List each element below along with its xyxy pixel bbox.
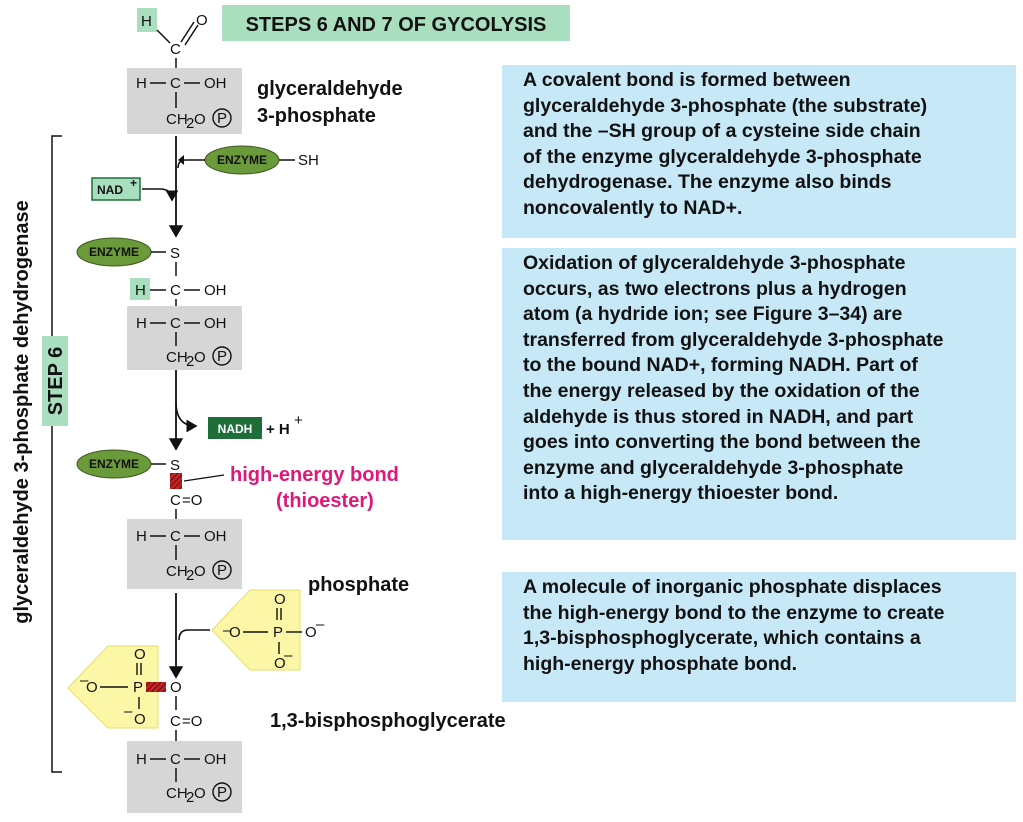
nad-label: NAD [97,183,123,197]
svg-text:OH: OH [204,315,227,332]
aldehyde-h: H [141,13,152,30]
svg-text:C: C [170,282,181,299]
svg-text:H: H [136,75,147,92]
svg-text:CH: CH [166,785,188,802]
aldehyde-c: C [170,41,181,58]
svg-text:C: C [170,528,181,545]
h-highlight-top [137,8,157,32]
svg-text:2: 2 [186,567,194,584]
svg-text:OH: OH [204,75,227,92]
svg-text:O: O [194,349,206,366]
explanation-box-1: A covalent bond is formed between glycer… [502,65,1016,238]
h-charge: + [294,412,303,429]
svg-text:P: P [217,784,227,801]
svg-text:2: 2 [186,353,194,370]
aldehyde-o: O [196,12,208,29]
svg-text:=O: =O [182,492,202,509]
label-glyceraldehyde-1: glyceraldehyde [257,78,403,100]
phosphate-bond [146,682,166,692]
svg-text:2: 2 [186,115,194,132]
explanation-text-2: Oxidation of glyceraldehyde 3-phosphate … [523,252,944,505]
phosphate-incoming-shape [211,589,301,671]
plus-h-label: + H [266,421,290,438]
explanation-text-3: A molecule of inorganic phosphate displa… [523,576,945,675]
svg-text:O: O [229,624,241,641]
label-glyceraldehyde-2: 3-phosphate [257,105,376,127]
svg-text:O: O [170,679,182,696]
h-highlight-mid [130,278,150,300]
nadh-leave-arrow [175,401,198,433]
gray-block-2 [127,306,242,370]
svg-text:H: H [136,315,147,332]
label-high-energy-bond: high-energy bond [230,464,399,486]
svg-text:OH: OH [204,751,227,768]
svg-text:O: O [274,655,286,672]
svg-text:P: P [133,679,143,696]
svg-text:C: C [170,315,181,332]
svg-text:C: C [170,492,181,509]
svg-text:O: O [134,646,146,663]
phosphate-join-arrow [178,629,210,641]
svg-text:OH: OH [204,282,227,299]
sulfur-2: S [170,245,180,262]
step-6-banner [42,336,68,426]
gray-block-3 [127,519,242,589]
sulfur-3: S [170,457,180,474]
svg-text:H: H [135,282,146,299]
svg-text:O: O [134,711,146,728]
sh-label: SH [298,152,319,169]
label-step-6: STEP 6 [45,347,67,416]
svg-text:P: P [217,562,227,579]
svg-text:P: P [217,110,227,127]
enzyme-label-1: ENZYME [217,153,267,167]
svg-text:ENZYME: ENZYME [89,457,139,471]
svg-text:–: – [124,703,133,720]
svg-text:–: – [284,647,293,664]
phosphate-circle [212,108,232,128]
label-thioester: (thioester) [276,490,374,512]
svg-text:O: O [274,591,286,608]
gray-block-1 [127,68,242,134]
svg-text:P: P [217,348,227,365]
title-banner [222,5,570,41]
svg-text:H: H [136,528,147,545]
thioester-bond [170,473,182,489]
nadh-box [208,417,262,439]
label-enzyme-vertical: glyceraldehyde 3-phosphate dehydrogenase [11,200,33,623]
svg-text:CH: CH [166,563,188,580]
svg-text:O: O [305,624,317,641]
label-phosphate: phosphate [308,574,409,596]
svg-text:O: O [86,679,98,696]
explanation-box-3: A molecule of inorganic phosphate displa… [502,572,1016,702]
svg-text:O: O [194,563,206,580]
svg-text:–: – [80,672,89,689]
svg-text:OH: OH [204,528,227,545]
svg-text:–: – [316,616,325,633]
nad-charge: + [130,176,137,190]
svg-text:O: O [194,111,206,128]
svg-text:–: – [223,622,232,639]
title-text: STEPS 6 AND 7 OF GYCOLYSIS [246,14,547,36]
svg-text:C: C [170,713,181,730]
svg-text:CH: CH [166,111,188,128]
svg-text:ENZYME: ENZYME [89,245,139,259]
svg-text:C: C [170,751,181,768]
svg-text:C: C [170,75,181,92]
nadh-label: NADH [218,422,253,436]
nad-box [91,177,141,201]
svg-text:O: O [194,785,206,802]
svg-text:2: 2 [186,789,194,806]
step-bracket [51,135,62,773]
svg-text:CH: CH [166,349,188,366]
nad-join-arrow [142,188,179,202]
explanation-box-2: Oxidation of glyceraldehyde 3-phosphate … [502,248,1016,540]
svg-text:H: H [136,751,147,768]
svg-text:P: P [273,624,283,641]
label-bisphosphoglycerate: 1,3-bisphosphoglycerate [270,710,506,732]
explanation-text-1: A covalent bond is formed between glycer… [523,69,928,219]
svg-text:=O: =O [182,713,202,730]
